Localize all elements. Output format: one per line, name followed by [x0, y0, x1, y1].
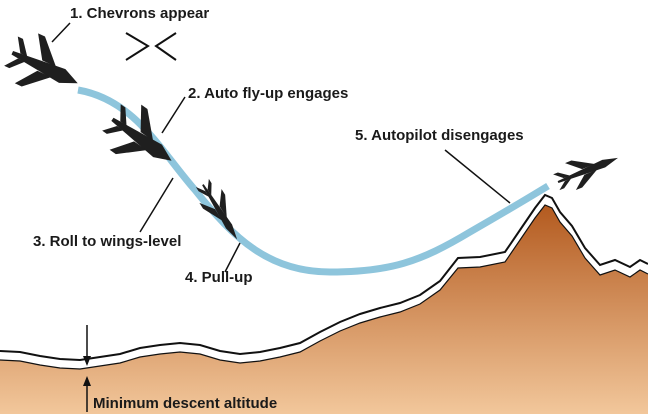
altitude-arrowhead-down [83, 356, 91, 366]
label-pull-up: 4. Pull-up [185, 269, 253, 286]
label-minimum-descent-altitude: Minimum descent altitude [93, 395, 278, 412]
jet-aircraft-icon [550, 143, 624, 196]
leader-line-step4 [224, 242, 241, 273]
terrain-edge [0, 204, 648, 370]
jet-aircraft-icon [0, 26, 90, 108]
altitude-arrowhead-up [83, 376, 91, 386]
leader-line-step1 [51, 22, 71, 43]
leader-line-step3 [139, 177, 174, 233]
label-chevrons-appear: 1. Chevrons appear [70, 5, 210, 22]
leader-line-step5 [444, 149, 511, 204]
leader-line-step2 [161, 96, 186, 134]
label-auto-fly-up: 2. Auto fly-up engages [188, 85, 349, 102]
label-autopilot-disengages: 5. Autopilot disengages [355, 127, 524, 144]
chevron-left-icon [154, 32, 177, 61]
chevron-right-icon [125, 32, 150, 61]
descent-altitude-line [0, 193, 648, 362]
terrain [0, 205, 648, 414]
label-roll-wings-level: 3. Roll to wings-level [33, 233, 182, 250]
